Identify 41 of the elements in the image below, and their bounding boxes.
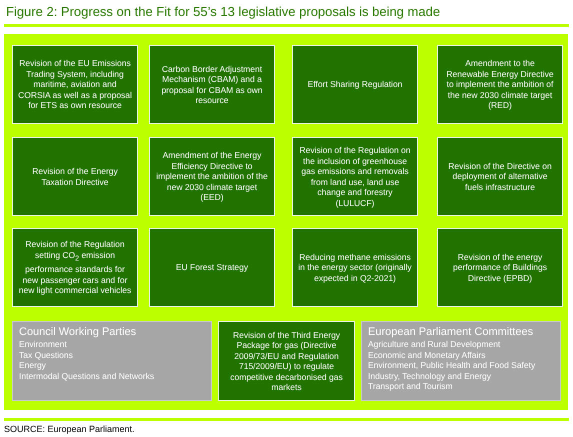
list-item: Environment bbox=[19, 339, 67, 350]
proposal-box bbox=[149, 45, 275, 124]
proposal-text: Revision of the EU Emissions Trading System, including maritime, aviation and CORSIA as well as a proposal for ETS as own resource bbox=[18, 58, 132, 111]
panel-heading: Council Working Parties bbox=[19, 326, 136, 339]
list-item: Energy bbox=[19, 360, 46, 370]
proposal-box bbox=[12, 137, 138, 216]
proposal-box bbox=[149, 228, 275, 307]
committee-panel bbox=[361, 321, 561, 401]
proposal-box bbox=[218, 321, 355, 401]
proposal-text: Amendment to the Renewable Energy Directive to implement the ambition of the new 2030 climate target (RED) bbox=[445, 58, 555, 111]
proposal-box bbox=[292, 45, 418, 124]
proposal-text: Revision of the Regulation on the inclusion of greenhouse gas emissions and removals from land use, land use change and forestry (LULUCF) bbox=[298, 145, 412, 208]
list-item: Environment, Public Health and Food Safety bbox=[368, 360, 536, 370]
proposal-box bbox=[12, 45, 138, 124]
proposal-text: Effort Sharing Regulation bbox=[308, 79, 402, 90]
proposal-text: EU Forest Strategy bbox=[176, 262, 248, 273]
proposal-text: Revision of the energy performance of Buildings Directive (EPBD) bbox=[452, 252, 548, 284]
proposal-text: Revision of the Regulation setting CO$_{2}$ emission performance standards for new passenger cars and for new light commercial vehicles bbox=[18, 239, 132, 296]
proposal-text: Carbon Border Adjustment Mechanism (CBAM) and a proposal for CBAM as own resource bbox=[160, 64, 264, 106]
proposal-box bbox=[437, 45, 563, 124]
list-item: Economic and Monetary Affairs bbox=[368, 350, 486, 360]
proposal-box bbox=[437, 137, 563, 216]
list-item: Industry, Technology and Energy bbox=[368, 370, 492, 381]
figure-title: Figure 2: Progress on the Fit for 55’s 13 legislative proposals is being made bbox=[6, 4, 440, 19]
proposal-text: Revision of the Third Energy Package for gas (Directive 2009/73/EU and Regulation 715/2009/EU) to regulate competitive decarbonised gas markets bbox=[229, 330, 344, 392]
proposal-box bbox=[292, 137, 418, 216]
proposal-text: Amendment of the Energy Efficiency Directive to implement the ambition of the new 2030 climate target (EED) bbox=[155, 150, 269, 203]
list-item: Agriculture and Rural Development bbox=[368, 339, 500, 350]
proposal-text: Revision of the Directive on deployment of alternative fuels infrastructure bbox=[447, 160, 553, 192]
proposal-text: Revision of the Energy Taxation Directive bbox=[31, 166, 119, 187]
list-item: Tax Questions bbox=[19, 350, 73, 360]
proposal-text: Reducing methane emissions in the energy sector (originally expected in Q2-2021) bbox=[298, 252, 412, 284]
proposal-box bbox=[149, 137, 275, 216]
list-item: Intermodal Questions and Networks bbox=[19, 370, 154, 381]
proposal-box bbox=[12, 228, 138, 307]
proposal-box bbox=[437, 228, 563, 307]
source-note: SOURCE: European Parliament. bbox=[4, 424, 135, 434]
panel-heading: European Parliament Committees bbox=[368, 326, 534, 339]
committee-panel bbox=[12, 321, 212, 401]
proposal-box bbox=[292, 228, 418, 307]
list-item: Transport and Tourism bbox=[368, 381, 453, 392]
